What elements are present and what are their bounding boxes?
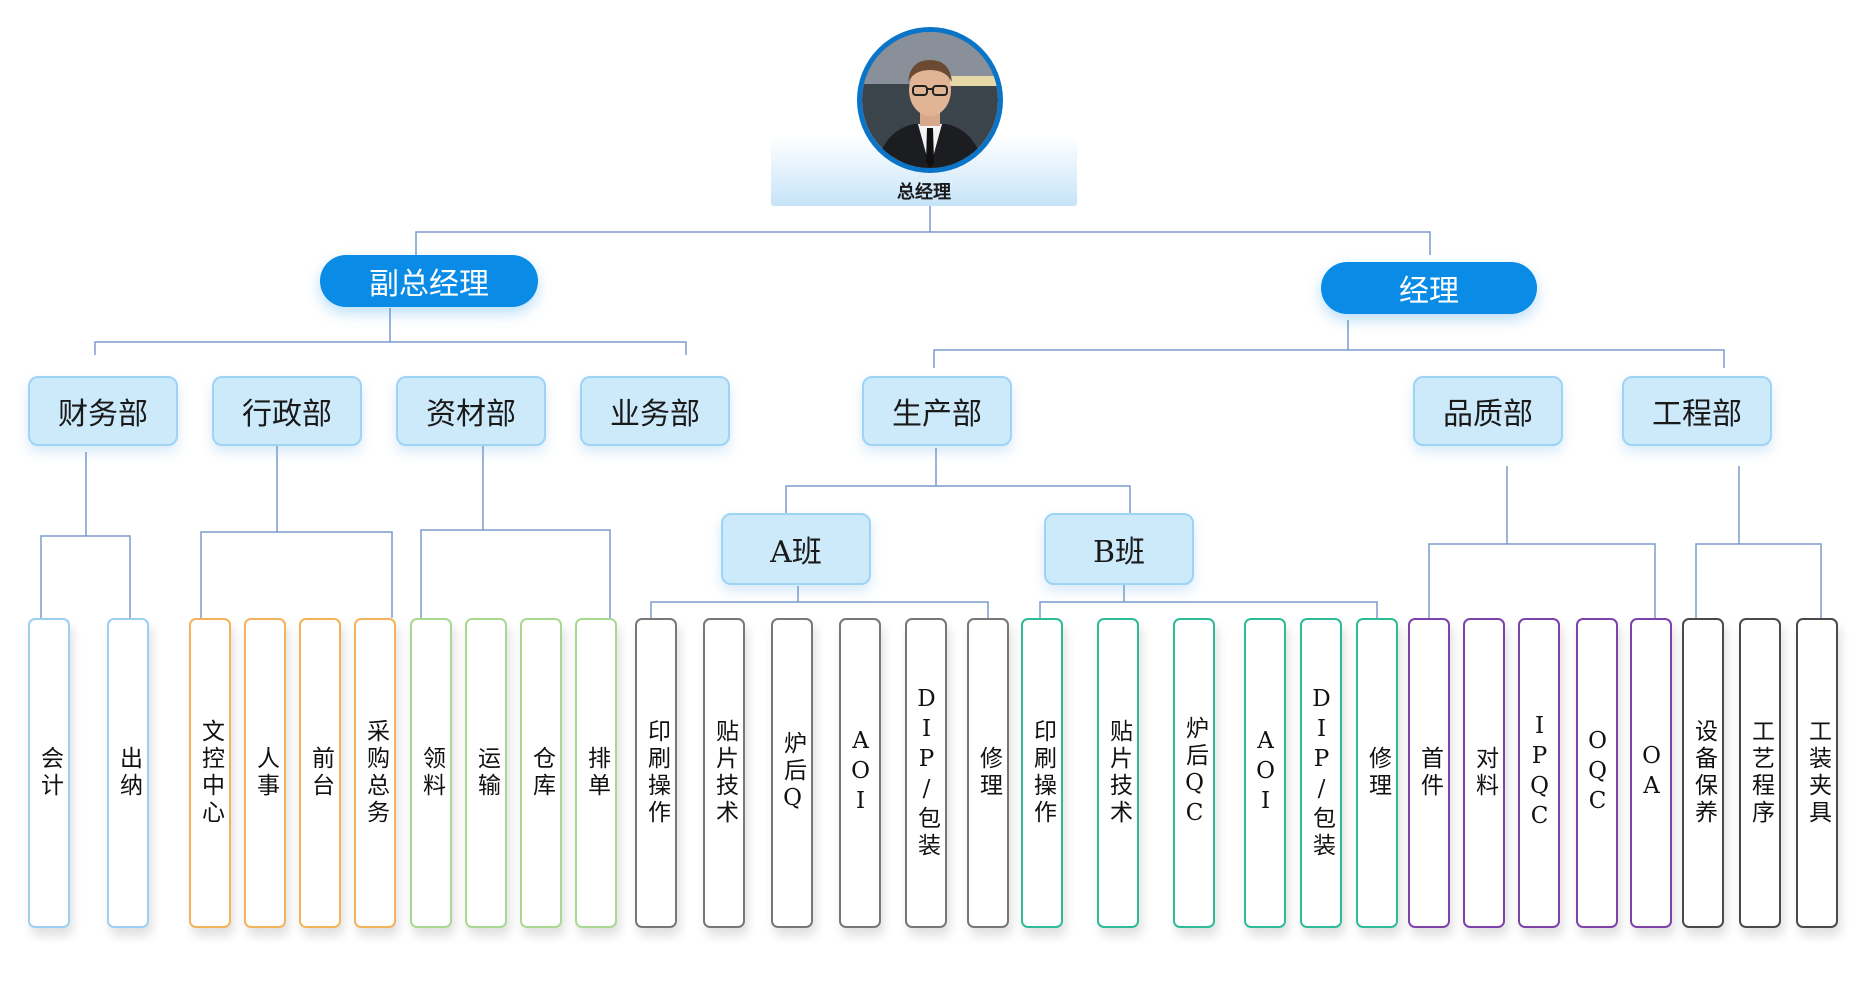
leaf-engineering-2[interactable]: 工装夹具 — [1796, 618, 1838, 928]
dept-finance-label: 财务部 — [58, 397, 148, 432]
shift-a-label: A班 — [770, 535, 822, 570]
leaf-shift-b-1[interactable]: 贴片技术 — [1097, 618, 1139, 928]
dept-business-label: 业务部 — [610, 397, 700, 432]
leaf-label: 首件 — [1416, 746, 1443, 800]
leaf-shift-a-3[interactable]: AOI — [839, 618, 881, 928]
deputy-gm-node[interactable]: 副总经理 — [320, 255, 538, 307]
leaf-materials-0[interactable]: 领料 — [410, 618, 452, 928]
leaf-label: 采购总务 — [362, 719, 389, 827]
leaf-label: AOI — [1252, 728, 1279, 818]
leaf-label: 炉后Q — [779, 731, 806, 815]
leaf-shift-a-0[interactable]: 印刷操作 — [635, 618, 677, 928]
leaf-label: 设备保养 — [1690, 719, 1717, 827]
dept-production[interactable]: 生产部 — [862, 376, 1012, 446]
leaf-label: 修理 — [975, 746, 1002, 800]
dept-finance[interactable]: 财务部 — [28, 376, 178, 446]
leaf-shift-a-2[interactable]: 炉后Q — [771, 618, 813, 928]
leaf-label: 对料 — [1471, 746, 1498, 800]
dept-production-label: 生产部 — [892, 397, 982, 432]
ceo-title: 总经理 — [897, 182, 951, 203]
leaf-label: 排单 — [583, 746, 610, 800]
leaf-quality-0[interactable]: 首件 — [1408, 618, 1450, 928]
leaf-label: 印刷操作 — [1029, 719, 1056, 827]
dept-engineering[interactable]: 工程部 — [1622, 376, 1772, 446]
leaf-label: 前台 — [307, 746, 334, 800]
dept-quality[interactable]: 品质部 — [1413, 376, 1563, 446]
leaf-label: 人事 — [252, 746, 279, 800]
dept-admin[interactable]: 行政部 — [212, 376, 362, 446]
leaf-materials-3[interactable]: 排单 — [575, 618, 617, 928]
leaf-quality-2[interactable]: IPQC — [1518, 618, 1560, 928]
leaf-admin-1[interactable]: 人事 — [244, 618, 286, 928]
dept-admin-label: 行政部 — [242, 397, 332, 432]
manager-label: 经理 — [1399, 274, 1459, 309]
shift-b-label: B班 — [1092, 535, 1146, 570]
leaf-label: 印刷操作 — [643, 719, 670, 827]
leaf-label: 工装夹具 — [1804, 719, 1831, 827]
ceo-avatar — [857, 27, 1003, 173]
leaf-label: 修理 — [1364, 746, 1391, 800]
leaf-label: AOI — [847, 728, 874, 818]
leaf-label: 炉后QC — [1181, 716, 1208, 830]
leaf-shift-b-0[interactable]: 印刷操作 — [1021, 618, 1063, 928]
leaf-label: 出纳 — [115, 746, 142, 800]
deputy-gm-label: 副总经理 — [369, 267, 489, 302]
leaf-shift-b-2[interactable]: 炉后QC — [1173, 618, 1215, 928]
leaf-label: 仓库 — [528, 746, 555, 800]
leaf-quality-4[interactable]: OA — [1630, 618, 1672, 928]
leaf-label: 文控中心 — [197, 719, 224, 827]
dept-materials-label: 资材部 — [426, 397, 516, 432]
leaf-materials-1[interactable]: 运输 — [465, 618, 507, 928]
leaf-label: DIP/包装 — [1308, 686, 1335, 860]
dept-quality-label: 品质部 — [1443, 397, 1533, 432]
leaf-engineering-1[interactable]: 工艺程序 — [1739, 618, 1781, 928]
leaf-quality-1[interactable]: 对料 — [1463, 618, 1505, 928]
leaf-label: IPQC — [1526, 713, 1553, 833]
manager-node[interactable]: 经理 — [1321, 262, 1537, 314]
leaf-label: 工艺程序 — [1747, 719, 1774, 827]
leaf-shift-b-4[interactable]: DIP/包装 — [1300, 618, 1342, 928]
leaf-shift-b-3[interactable]: AOI — [1244, 618, 1286, 928]
shift-a[interactable]: A班 — [721, 513, 871, 585]
leaf-shift-a-4[interactable]: DIP/包装 — [905, 618, 947, 928]
leaf-finance-1[interactable]: 出纳 — [107, 618, 149, 928]
leaf-label: 领料 — [418, 746, 445, 800]
dept-materials[interactable]: 资材部 — [396, 376, 546, 446]
leaf-label: 贴片技术 — [711, 719, 738, 827]
leaf-shift-a-5[interactable]: 修理 — [967, 618, 1009, 928]
leaf-engineering-0[interactable]: 设备保养 — [1682, 618, 1724, 928]
leaf-admin-3[interactable]: 采购总务 — [354, 618, 396, 928]
leaf-finance-0[interactable]: 会计 — [28, 618, 70, 928]
leaf-label: 运输 — [473, 746, 500, 800]
dept-engineering-label: 工程部 — [1652, 397, 1742, 432]
leaf-materials-2[interactable]: 仓库 — [520, 618, 562, 928]
leaf-admin-0[interactable]: 文控中心 — [189, 618, 231, 928]
leaf-shift-b-5[interactable]: 修理 — [1356, 618, 1398, 928]
leaf-label: 贴片技术 — [1105, 719, 1132, 827]
leaf-admin-2[interactable]: 前台 — [299, 618, 341, 928]
leaf-label: 会计 — [36, 746, 63, 800]
leaf-label: OQC — [1584, 728, 1611, 818]
shift-b[interactable]: B班 — [1044, 513, 1194, 585]
man-in-suit-avatar-icon — [862, 32, 998, 168]
leaf-quality-3[interactable]: OQC — [1576, 618, 1618, 928]
leaf-label: DIP/包装 — [913, 686, 940, 860]
dept-business[interactable]: 业务部 — [580, 376, 730, 446]
leaf-label: OA — [1638, 743, 1665, 803]
leaf-shift-a-1[interactable]: 贴片技术 — [703, 618, 745, 928]
